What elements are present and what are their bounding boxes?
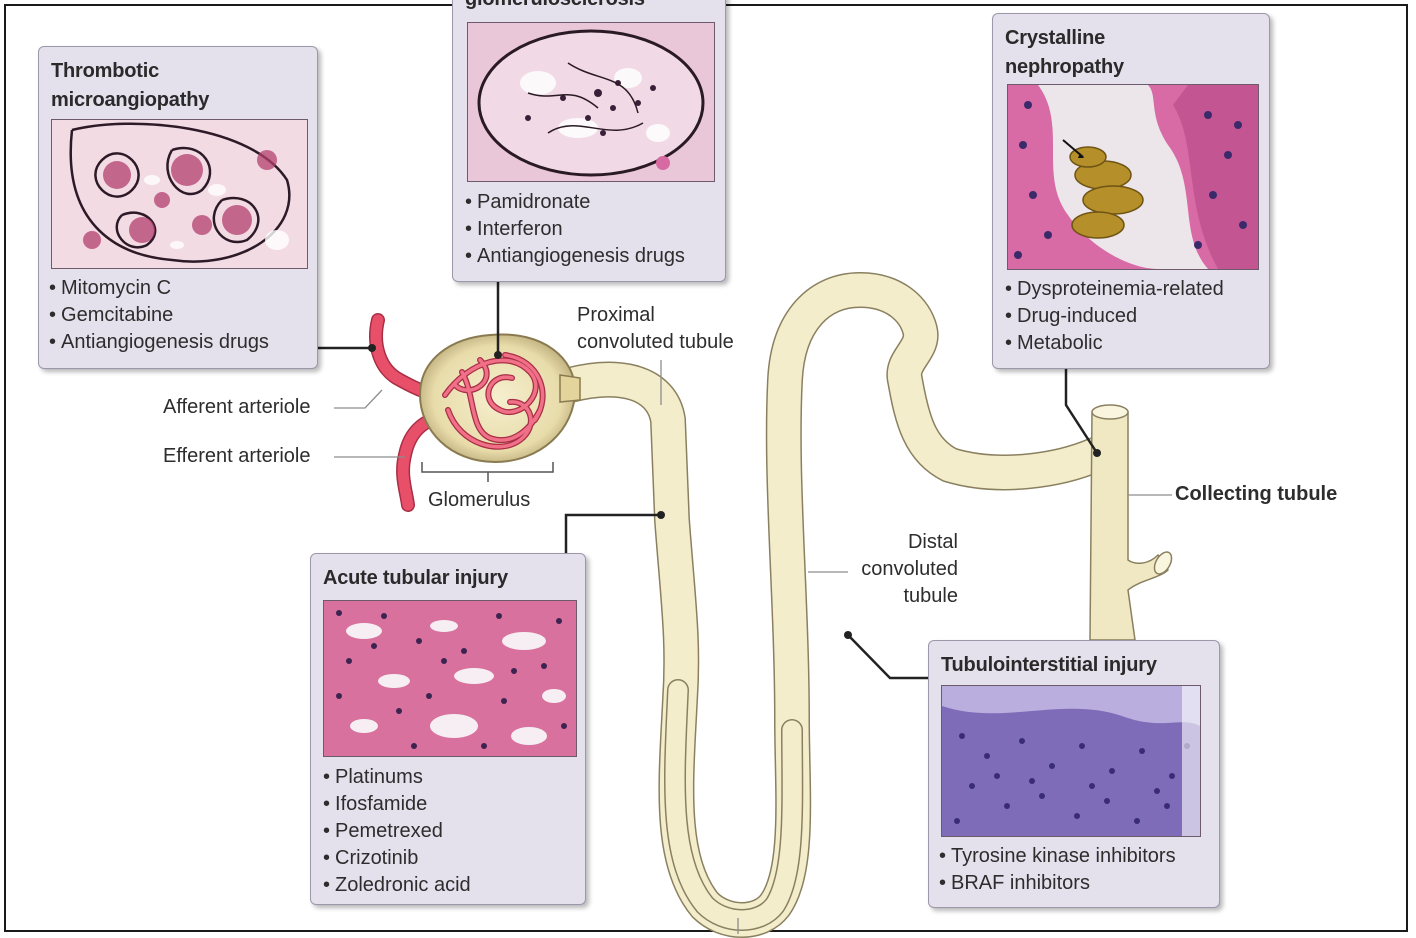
- drug-item: Antiangiogenesis drugs: [465, 243, 685, 270]
- drug-item: Pemetrexed: [323, 818, 471, 845]
- drug-item: Interferon: [465, 216, 685, 243]
- drug-item: Dysproteinemia-related: [1005, 276, 1224, 303]
- drug-list-tubulointerstitial: Tyrosine kinase inhibitors BRAF inhibito…: [939, 843, 1176, 897]
- drug-item: Gemcitabine: [49, 302, 269, 329]
- label-afferent-arteriole: Afferent arteriole: [163, 394, 311, 421]
- drug-list-acute-tubular: Platinums Ifosfamide Pemetrexed Crizotin…: [323, 764, 471, 899]
- label-glomerulus: Glomerulus: [428, 487, 530, 514]
- micrograph-tma: [51, 119, 308, 269]
- micrograph-glomerulosclerosis: [467, 22, 715, 182]
- drug-item: Metabolic: [1005, 330, 1224, 357]
- panel-acute-tubular-injury: Acute tubular injury Platinums Ifosfami: [310, 553, 586, 905]
- drug-item: Ifosfamide: [323, 791, 471, 818]
- label-proximal-tubule: Proximal convoluted tubule: [577, 302, 757, 356]
- panel-tubulointerstitial-injury: Tubulointerstitial injury Tyrosine kinas…: [928, 640, 1220, 908]
- drug-list-tma: Mitomycin C Gemcitabine Antiangiogenesis…: [49, 275, 269, 356]
- drug-item: Zoledronic acid: [323, 872, 471, 899]
- drug-item: Crizotinib: [323, 845, 471, 872]
- drug-item: Drug-induced: [1005, 303, 1224, 330]
- panel-crystalline-nephropathy: Crystalline nephropathy Dysproteinemia-r…: [992, 13, 1270, 369]
- drug-list-crystalline: Dysproteinemia-related Drug-induced Meta…: [1005, 276, 1224, 357]
- micrograph-acute-tubular: [323, 600, 577, 757]
- drug-item: Antiangiogenesis drugs: [49, 329, 269, 356]
- label-distal-tubule: Distal convoluted tubule: [846, 529, 958, 610]
- micrograph-crystalline: [1007, 84, 1259, 270]
- drug-item: Platinums: [323, 764, 471, 791]
- panel-title: glomerulosclerosis: [465, 0, 715, 14]
- drug-item: BRAF inhibitors: [939, 870, 1176, 897]
- glomerulus-bracket: [422, 462, 553, 482]
- drug-item: Mitomycin C: [49, 275, 269, 302]
- panel-title: Acute tubular injury: [323, 564, 573, 593]
- label-collecting-tubule: Collecting tubule: [1175, 481, 1337, 508]
- drug-item: Tyrosine kinase inhibitors: [939, 843, 1176, 870]
- collecting-tubule: [1090, 405, 1175, 640]
- drug-item: Pamidronate: [465, 189, 685, 216]
- panel-glomerulosclerosis: glomerulosclerosis Pamidronate Interfero…: [452, 0, 726, 282]
- micrograph-tubulointerstitial: [941, 685, 1201, 837]
- panel-title: Crystalline nephropathy: [1005, 24, 1225, 82]
- panel-thrombotic-microangiopathy: Thrombotic microangiopathy Mitomycin C: [38, 46, 318, 369]
- panel-title: Thrombotic microangiopathy: [51, 57, 301, 115]
- drug-list-glomerulosclerosis: Pamidronate Interferon Antiangiogenesis …: [465, 189, 685, 270]
- label-efferent-arteriole: Efferent arteriole: [163, 443, 311, 470]
- panel-title: Tubulointerstitial injury: [941, 651, 1211, 680]
